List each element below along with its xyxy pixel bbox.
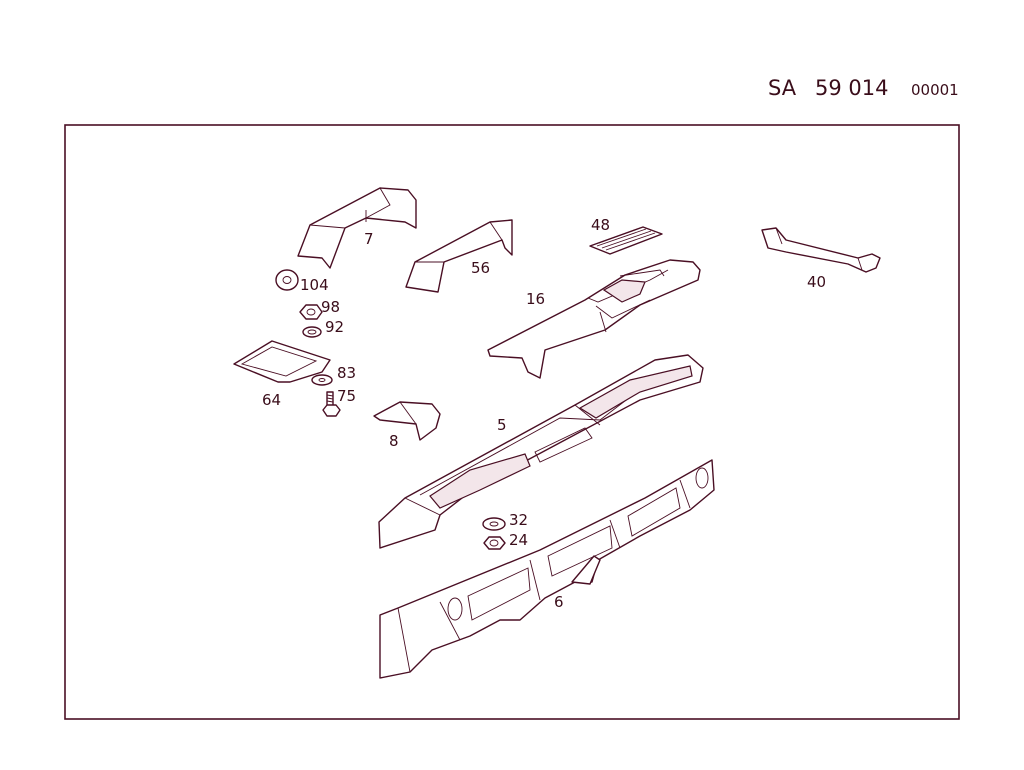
part-98-nut (299, 304, 323, 320)
diagram-frame (64, 124, 960, 720)
sheet-code: 00001 (911, 81, 959, 99)
part-104-washer (275, 269, 299, 291)
part-64-frame-plate (233, 340, 331, 383)
label-8: 8 (389, 432, 399, 450)
sheet-number: 59 014 (815, 76, 889, 100)
label-40: 40 (807, 273, 826, 291)
part-24-nut (483, 536, 506, 550)
label-75: 75 (337, 387, 356, 405)
label-64: 64 (262, 391, 281, 409)
label-104: 104 (300, 276, 329, 294)
part-6-lower-tray (379, 459, 715, 679)
part-16-upper-panel (487, 259, 701, 379)
label-16: 16 (526, 290, 545, 308)
part-92-spring-washer (302, 326, 322, 338)
label-6: 6 (554, 593, 564, 611)
label-32: 32 (509, 511, 528, 529)
part-7-cover (297, 187, 417, 269)
part-56-bracket (405, 219, 513, 293)
label-56: 56 (471, 259, 490, 277)
label-92: 92 (325, 318, 344, 336)
label-48: 48 (591, 216, 610, 234)
label-24: 24 (509, 531, 528, 549)
part-48-ribbed-plate (589, 226, 663, 255)
sheet-header: SA 59 014 00001 (0, 0, 1024, 110)
part-8-small-cover (373, 401, 441, 441)
sheet-prefix: SA (768, 76, 797, 100)
part-75-bolt (322, 391, 341, 417)
label-5: 5 (497, 416, 507, 434)
part-32-washer (482, 517, 506, 531)
label-83: 83 (337, 364, 356, 382)
label-98: 98 (321, 298, 340, 316)
part-40-handle (761, 227, 881, 273)
part-83-washer (311, 374, 333, 386)
label-7: 7 (364, 230, 374, 248)
part-5-console-panel (378, 354, 704, 549)
